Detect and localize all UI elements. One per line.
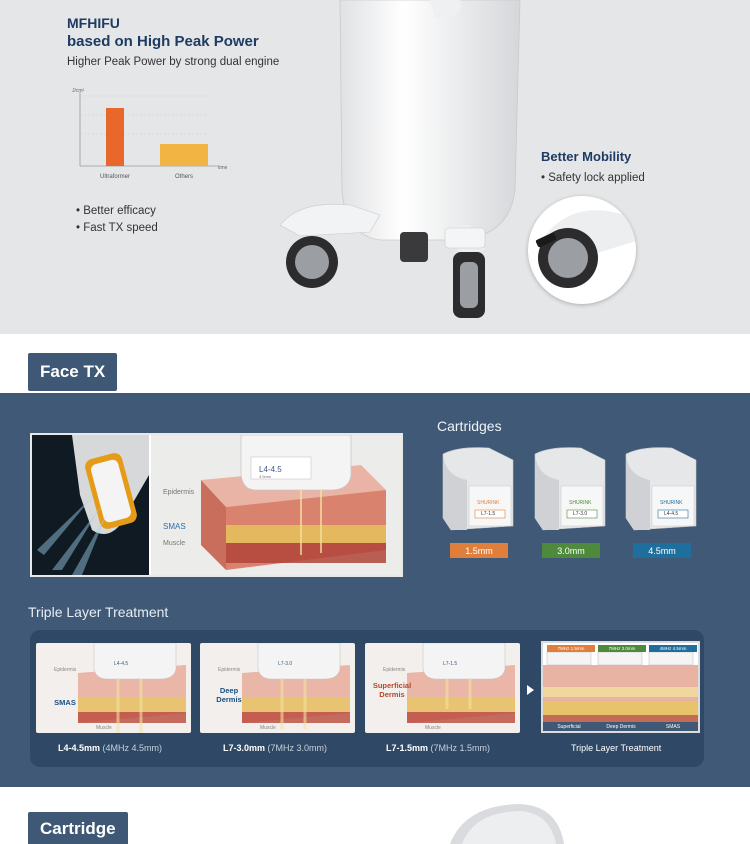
final-layer-label: Deep Dermis [595, 722, 647, 731]
cartridge-brand: SHURINK [477, 500, 500, 506]
panel-caption-spec: (4MHz 4.5mm) [100, 743, 163, 753]
cartridge-tab: Cartridge [28, 812, 128, 844]
panel-caption: L4-4.5mm (4MHz 4.5mm) [58, 743, 162, 753]
panel-epidermis-label: Epidermis [218, 667, 241, 673]
headline: based on High Peak Power [67, 33, 259, 50]
mobility-title: Better Mobility [541, 149, 632, 164]
panel-caption: L7-3.0mm (7MHz 3.0mm) [223, 743, 327, 753]
hero-image: L4-4.5 4.5mm Epidermis SMAS Muscle [30, 433, 403, 577]
cartridge-depth-badge: 3.0mm [542, 543, 600, 558]
bar-ultraformer [106, 108, 124, 166]
panel-caption-main: L7-3.0mm [223, 743, 266, 753]
cartridge-image: SHURINK L7-3.0 [529, 446, 609, 534]
play-arrow-icon [527, 685, 534, 695]
y-axis-label: J/cm² [72, 88, 85, 94]
subtitle: Higher Peak Power by strong dual engine [67, 56, 280, 68]
bar-label: Ultraformer [100, 174, 130, 180]
layer-label-epidermis: Epidermis [163, 489, 195, 496]
handpiece-image [32, 435, 149, 575]
cartridge-depth-badge: 4.5mm [633, 543, 691, 558]
panel-muscle-label: Muscle [425, 725, 441, 731]
final-head-label: 7MHz 1.5mm [547, 645, 595, 652]
hero-cartridge-small: 4.5mm [259, 474, 272, 479]
final-head-label: 7MHz 3.0mm [598, 645, 646, 652]
layer-label-muscle: Muscle [163, 540, 186, 547]
panel-caption: L7-1.5mm (7MHz 1.5mm) [386, 743, 490, 753]
triple-layer-combined-image: 7MHz 1.5mm 7MHz 3.0mm 4MHz 4.5mm Superfi… [541, 641, 700, 733]
panel-cartridge-code: L7-3.0 [278, 661, 293, 667]
panel-cartridge-code: L4-4.5 [114, 661, 129, 667]
panel-caption-main: L4-4.5mm [58, 743, 101, 753]
panel-caption-spec: (7MHz 3.0mm) [265, 743, 328, 753]
panel-caption-main: L7-1.5mm [386, 743, 429, 753]
layer-label-smas: SMAS [163, 522, 186, 531]
feature-item: Better efficacy [76, 203, 158, 220]
panel-layer-label: Deep Dermis [216, 686, 242, 704]
cartridge-image: SHURINK L7-1.5 [437, 446, 517, 534]
cartridge-code: L7-3.0 [573, 511, 588, 517]
face-tx-tab: Face TX [28, 353, 118, 391]
triple-layer-title: Triple Layer Treatment [28, 604, 169, 620]
panel-muscle-label: Muscle [260, 725, 276, 731]
wheel-zoom-image [528, 196, 636, 304]
final-layer-label: Superficial [543, 722, 595, 731]
hero-cartridge-code: L4-4.5 [259, 465, 282, 474]
panel-layer-label: Superficial Dermis [372, 681, 412, 699]
device-illustration [279, 0, 521, 318]
bar-others [160, 143, 208, 166]
final-layer-label: SMAS [647, 722, 698, 731]
peak-power-chart: J/cm² time Ultraformer Others [72, 88, 228, 180]
product-name: MFHIFU [67, 15, 120, 31]
final-caption: Triple Layer Treatment [571, 743, 662, 753]
cartridge-preview-image [450, 804, 564, 844]
x-axis-label: time [218, 165, 228, 171]
mobility-feature: Safety lock applied [541, 172, 645, 184]
panel-epidermis-label: Epidermis [54, 667, 77, 673]
panel-caption-spec: (7MHz 1.5mm) [428, 743, 491, 753]
cartridge-brand: SHURINK [660, 500, 683, 506]
cartridge-brand: SHURINK [569, 500, 592, 506]
feature-item: Fast TX speed [76, 220, 158, 237]
final-head-label: 4MHz 4.5mm [649, 645, 697, 652]
cartridge-image: SHURINK L4-4.5 [620, 446, 700, 534]
panel-layer-label: SMAS [54, 698, 76, 707]
top-section: MFHIFU based on High Peak Power Higher P… [0, 0, 750, 334]
cartridge-depth-badge: 1.5mm [450, 543, 508, 558]
panel-cartridge-code: L7-1.5 [443, 661, 458, 667]
cartridges-title: Cartridges [437, 418, 502, 434]
bar-label: Others [175, 174, 193, 180]
panel-epidermis-label: Epidermis [383, 667, 406, 673]
skin-layer-image: L4-4.5 4.5mm [151, 435, 401, 575]
features-list: Better efficacy Fast TX speed [76, 203, 158, 237]
cartridge-code: L4-4.5 [664, 511, 679, 517]
cartridge-code: L7-1.5 [481, 511, 496, 517]
panel-muscle-label: Muscle [96, 725, 112, 731]
